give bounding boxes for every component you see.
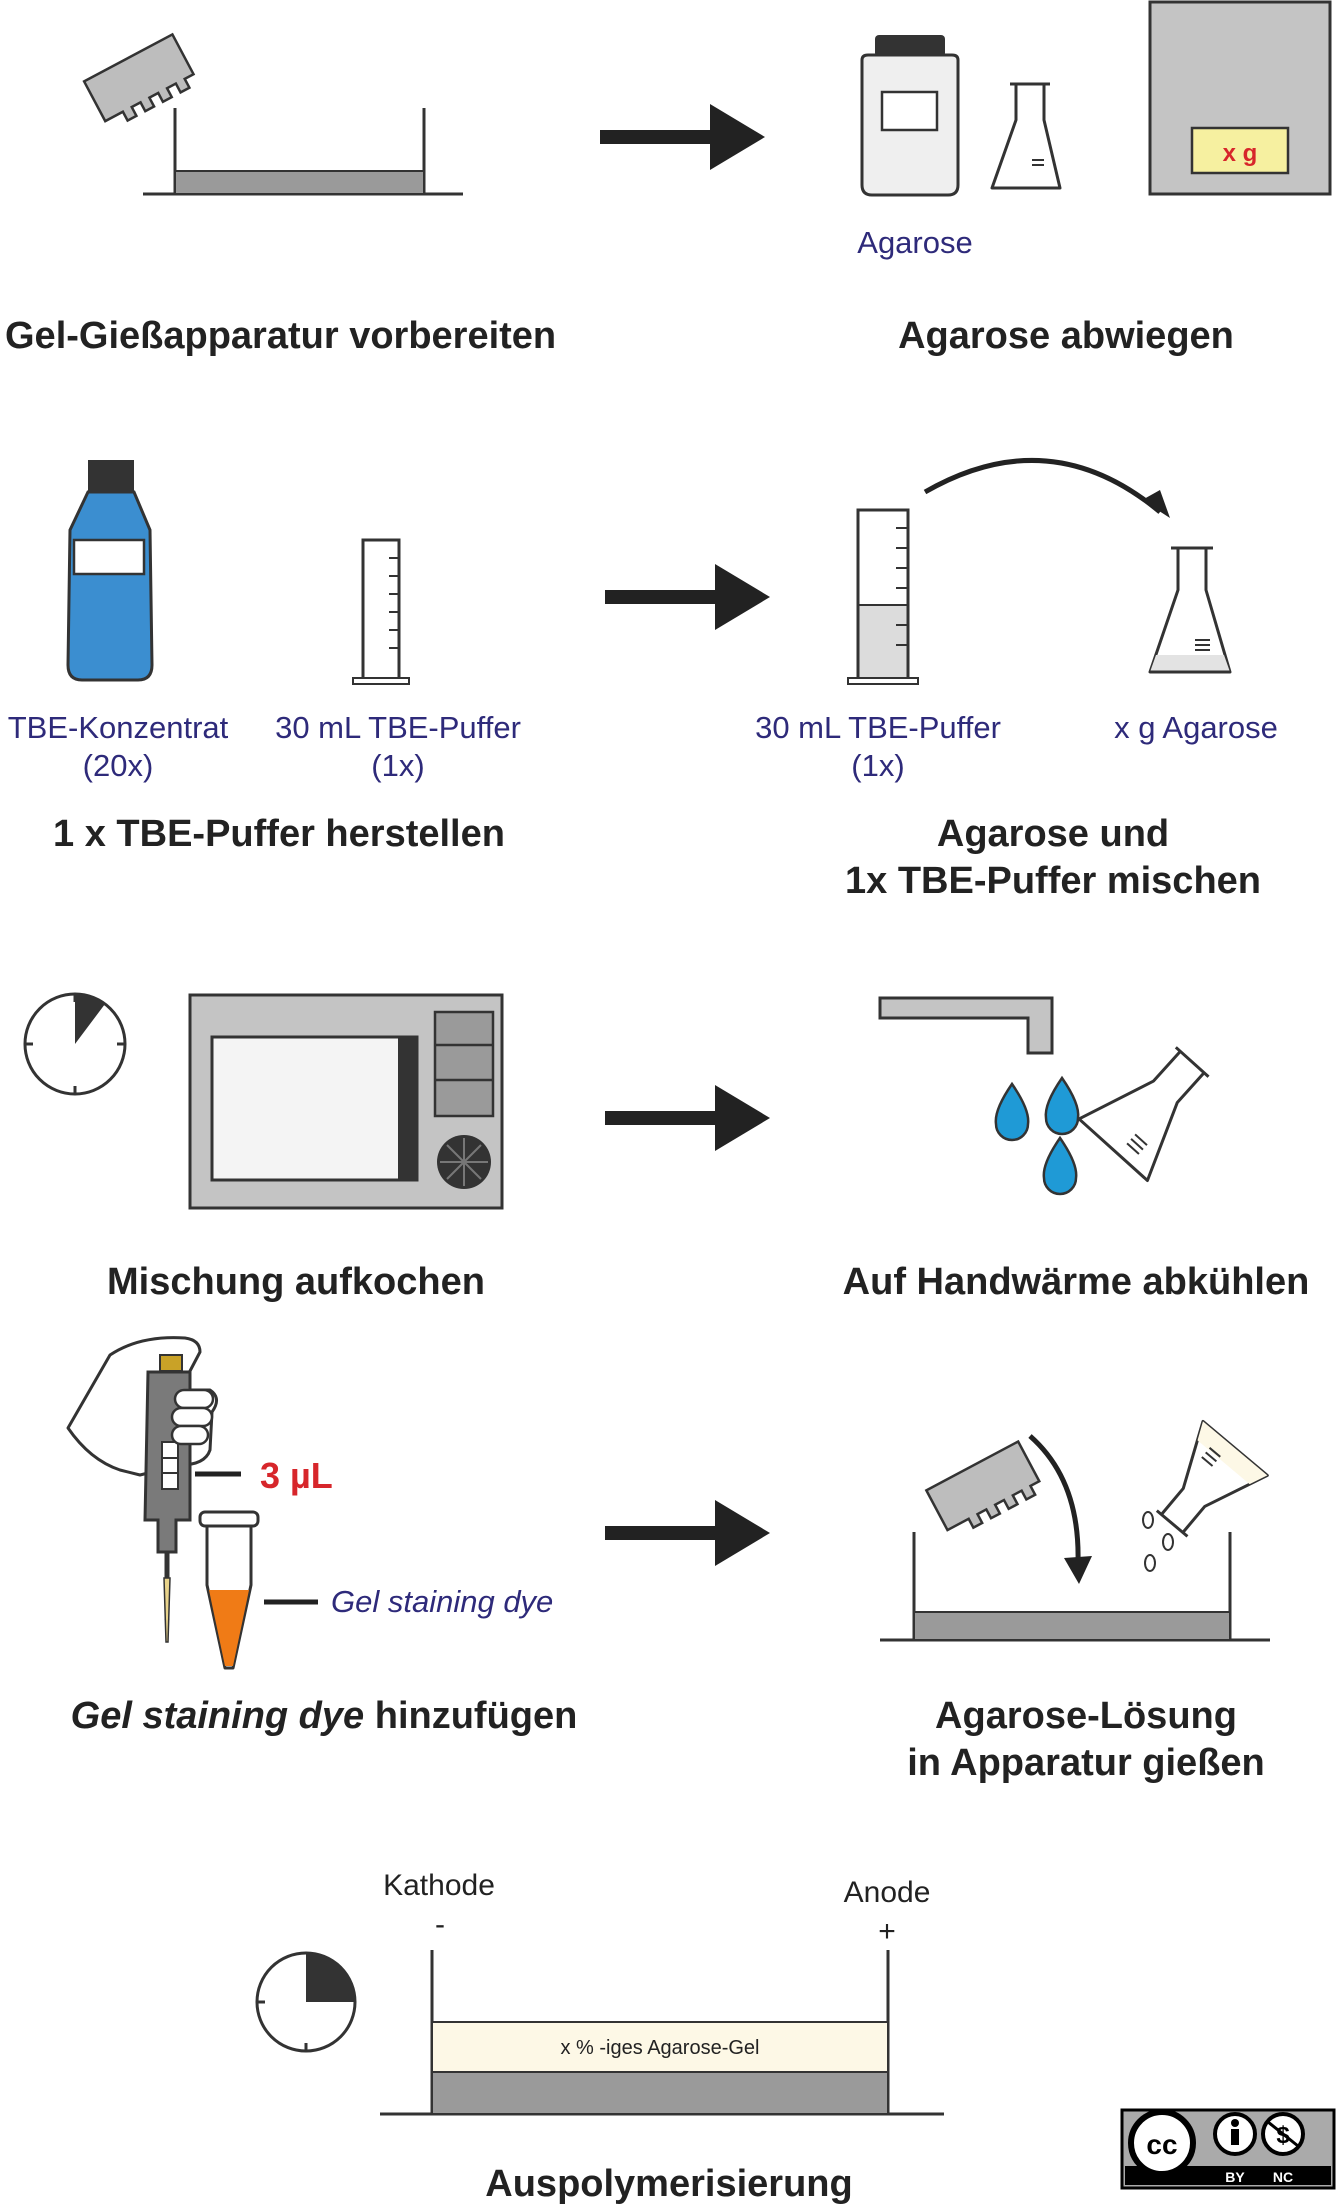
comb-icon-step8 bbox=[924, 1439, 1041, 1532]
casting-tray-step8-icon bbox=[880, 1532, 1270, 1642]
agarose-jar-icon bbox=[860, 35, 960, 197]
timer-quarter-icon bbox=[255, 1951, 357, 2053]
license-by: BY bbox=[1225, 2169, 1245, 2185]
dye-label: Gel staining dye bbox=[331, 1584, 553, 1619]
cathode-label: Kathode bbox=[383, 1869, 495, 1902]
step4-caption-line2: 1x TBE-Puffer mischen bbox=[845, 860, 1261, 902]
step6-caption: Auf Handwärme abkühlen bbox=[843, 1261, 1310, 1303]
microwave-icon bbox=[188, 993, 504, 1210]
timer-icon bbox=[23, 992, 127, 1096]
arrow-step5-to-6 bbox=[605, 1085, 770, 1151]
pour-arrowhead-icon bbox=[1142, 490, 1170, 518]
arrow-step3-to-4 bbox=[605, 564, 770, 630]
svg-text:cc: cc bbox=[1146, 2129, 1177, 2160]
erlenmeyer-flask-agarose-icon bbox=[1148, 546, 1232, 674]
erlenmeyer-flask-icon bbox=[990, 82, 1062, 190]
step9-caption: Auspolymerisierung bbox=[485, 2163, 852, 2204]
anode-label: Anode bbox=[844, 1876, 931, 1909]
cathode-sign: - bbox=[435, 1908, 445, 1941]
insert-arrowhead-icon bbox=[1064, 1556, 1092, 1584]
tilted-flask-icon bbox=[1077, 1046, 1210, 1183]
water-tap-icon bbox=[878, 996, 1054, 1055]
comb-icon bbox=[82, 32, 196, 123]
step8-caption-line2: in Apparatur gießen bbox=[907, 1742, 1265, 1784]
gel-apparatus-icon bbox=[380, 1950, 944, 2116]
pour-arrow-icon bbox=[923, 458, 1162, 514]
step1-caption: Gel-Gießapparatur vorbereiten bbox=[5, 315, 556, 357]
scale-icon: x g bbox=[1148, 0, 1332, 196]
tbe-buffer-factor: (1x) bbox=[371, 748, 424, 783]
agarose-amount-label: x g Agarose bbox=[1114, 710, 1278, 745]
step5-caption: Mischung aufkochen bbox=[107, 1261, 485, 1303]
arrow-step1-to-2 bbox=[600, 104, 765, 170]
insert-arrow-icon bbox=[1028, 1434, 1081, 1563]
tbe-concentrate-label: TBE-Konzentrat bbox=[8, 710, 229, 745]
arrow-step7-to-8 bbox=[605, 1500, 770, 1566]
step7-caption: Gel staining dye hinzufügen bbox=[71, 1695, 578, 1737]
tbe-concentrate-factor: (20x) bbox=[83, 748, 154, 783]
step7-caption-rest: hinzufügen bbox=[364, 1695, 577, 1737]
cc-icon bbox=[1128, 2109, 1196, 2177]
step7-caption-italic: Gel staining dye bbox=[71, 1695, 365, 1737]
graduated-cylinder-filled-icon bbox=[847, 508, 919, 685]
pouring-flask-icon bbox=[1155, 1419, 1269, 1538]
hand-pipette-icon bbox=[66, 1336, 218, 1643]
water-drops-icon bbox=[994, 1075, 1080, 1196]
cc-license-badge: cc $ BY NC bbox=[1120, 2108, 1336, 2190]
agarose-label: Agarose bbox=[857, 225, 972, 260]
anode-sign: + bbox=[878, 1915, 896, 1948]
step2-caption: Agarose abwiegen bbox=[898, 315, 1234, 357]
volume-label: 3 µL bbox=[260, 1455, 333, 1496]
buffer-label-step4: 30 mL TBE-Puffer bbox=[755, 710, 1001, 745]
tbe-buffer-label: 30 mL TBE-Puffer bbox=[275, 710, 521, 745]
gel-label: x % -iges Agarose-Gel bbox=[561, 2037, 760, 2059]
step8-caption-line1: Agarose-Lösung bbox=[935, 1695, 1237, 1737]
pour-droplets-icon bbox=[1142, 1511, 1174, 1572]
license-nc: NC bbox=[1273, 2169, 1293, 2185]
buffer-factor-step4: (1x) bbox=[851, 748, 904, 783]
eppendorf-tube-icon bbox=[198, 1510, 260, 1670]
scale-display-text: x g bbox=[1223, 140, 1258, 167]
step3-caption: 1 x TBE-Puffer herstellen bbox=[53, 813, 505, 855]
casting-tray-icon bbox=[82, 32, 463, 196]
tbe-bottle-icon bbox=[66, 460, 154, 682]
graduated-cylinder-icon bbox=[352, 538, 410, 685]
step4-caption-line1: Agarose und bbox=[937, 813, 1169, 855]
